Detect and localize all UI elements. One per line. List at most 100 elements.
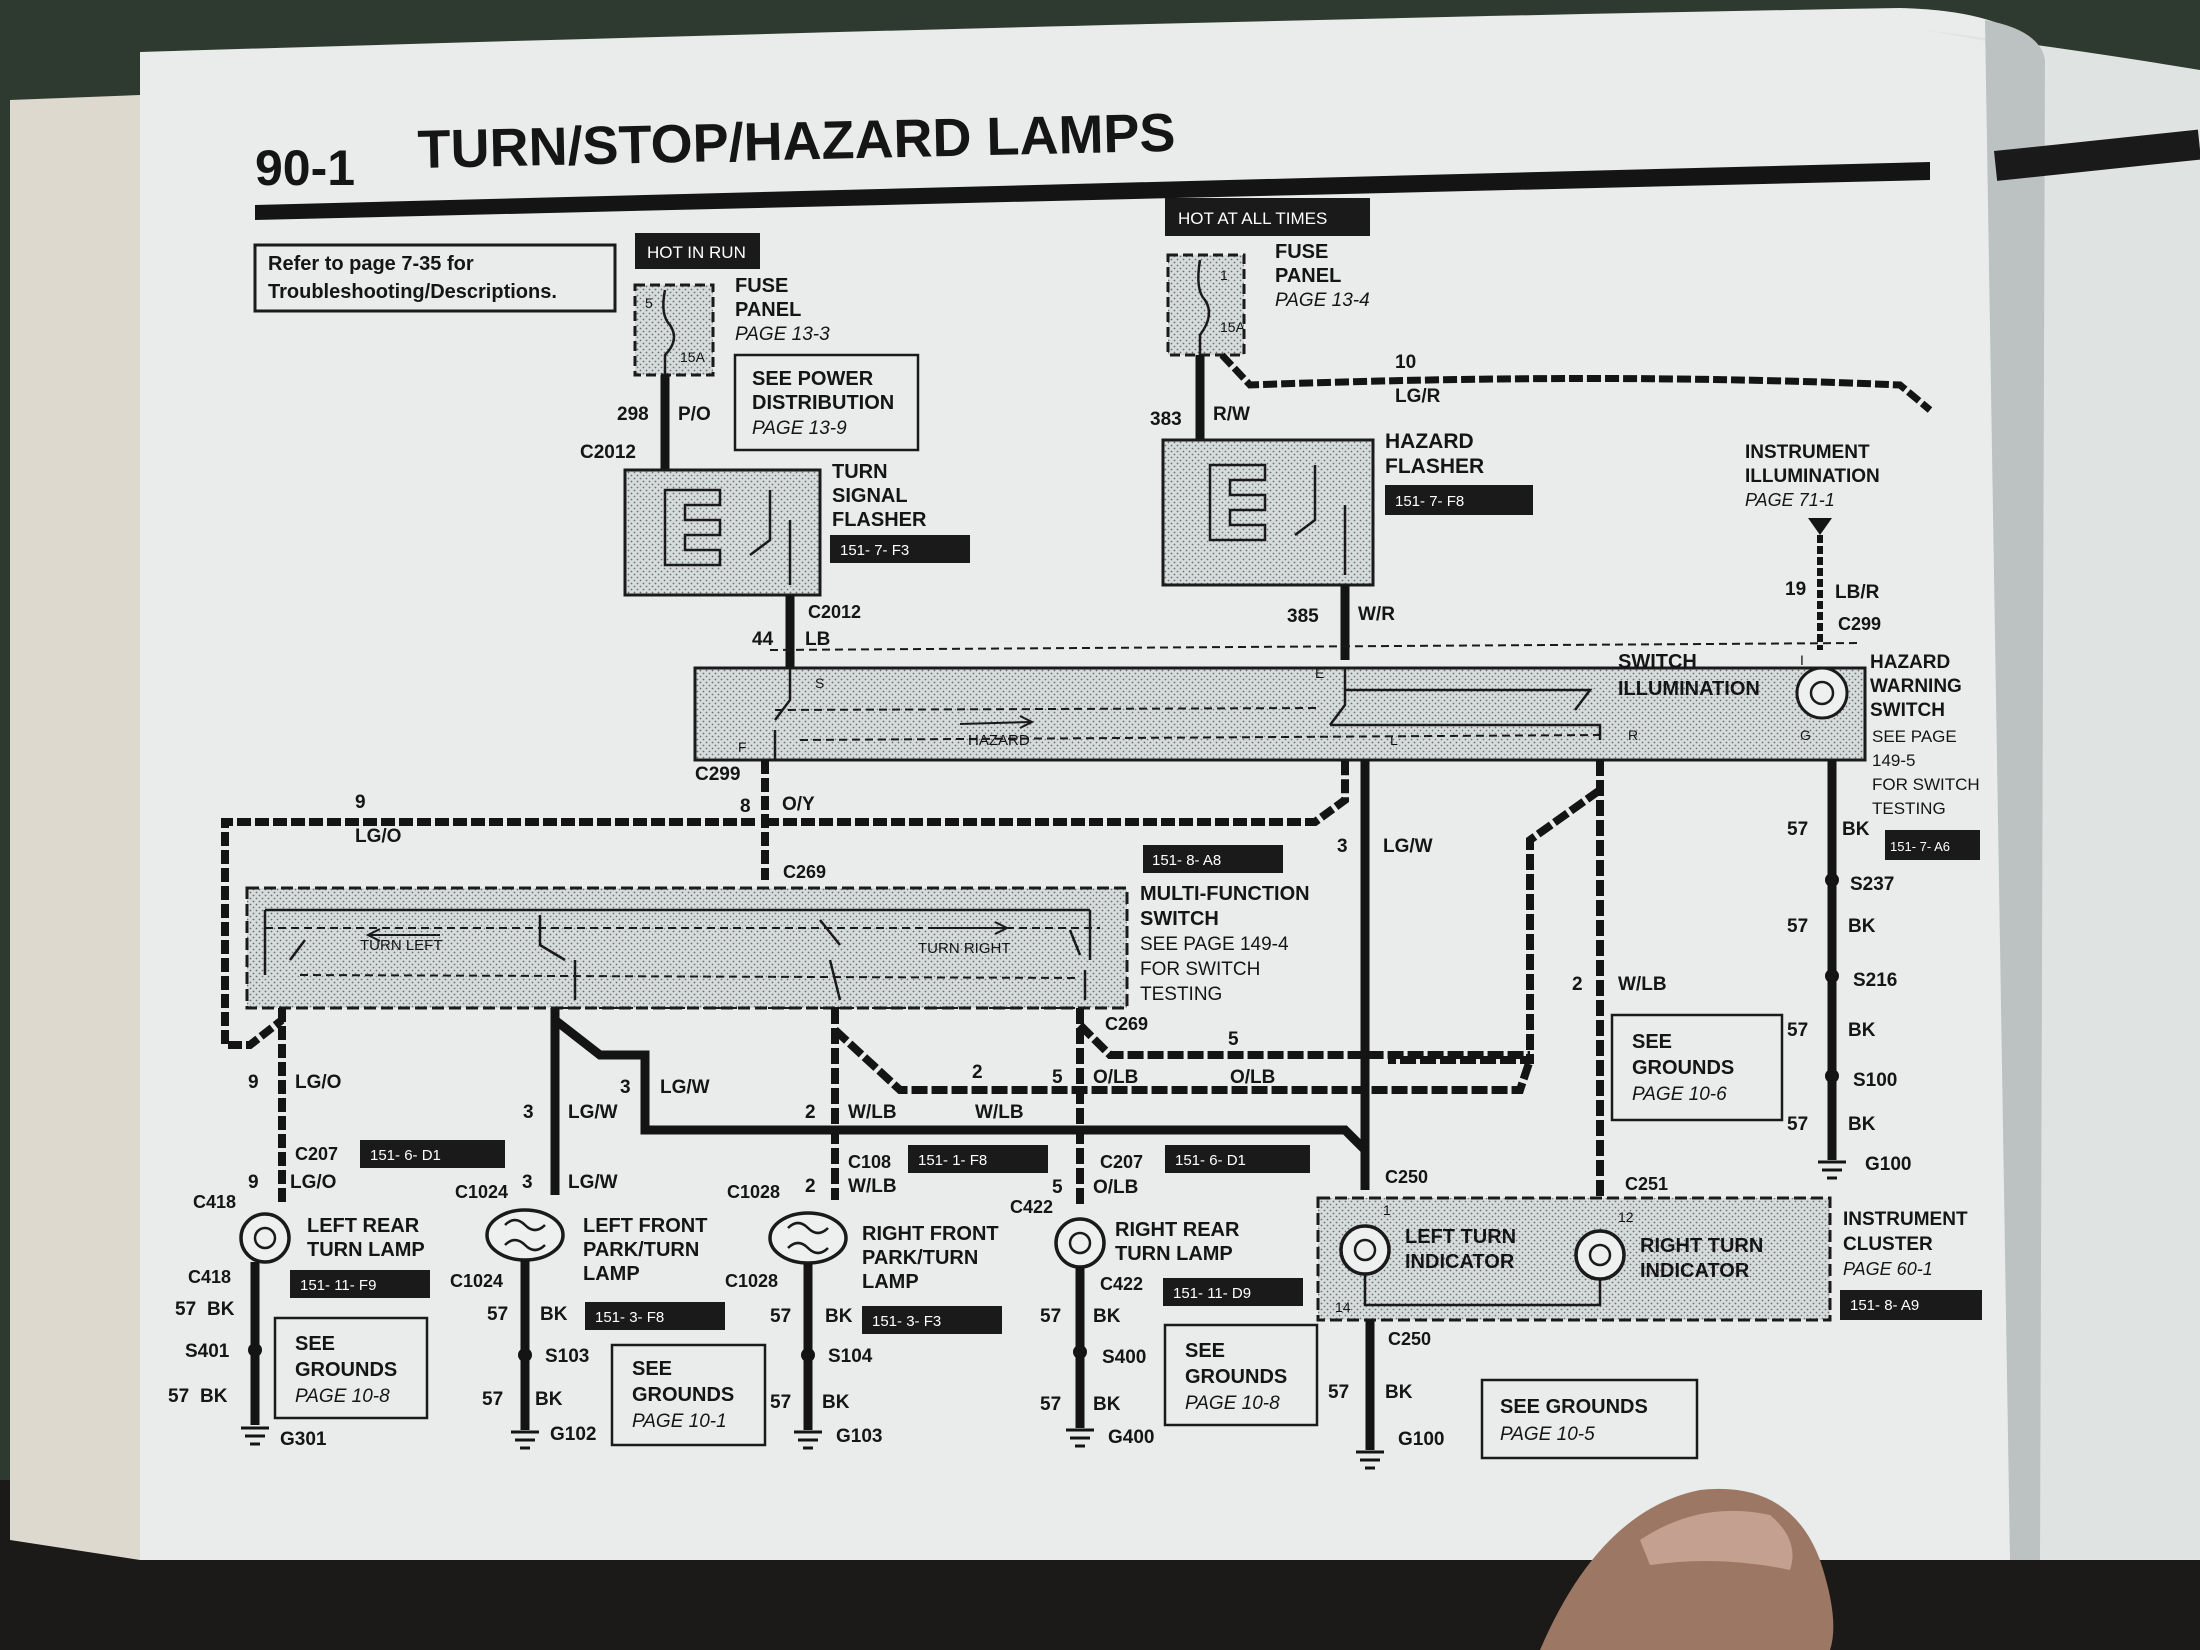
wire-2-number: 2: [1572, 974, 1583, 995]
wire-5-rr-color-lower: O/LB: [1093, 1177, 1138, 1198]
hazard-flasher-ref: 151- 7- F8: [1395, 493, 1464, 510]
lamp-rf-top-connector: C1028: [727, 1182, 780, 1202]
right-turn-indicator-filament-icon: [1588, 1243, 1612, 1267]
lamp-lr-wire-57-color: BK: [207, 1299, 235, 1320]
lamp-lf-bot-connector: C1024: [450, 1271, 503, 1291]
lamp-rf-l2: PARK/TURN: [862, 1247, 978, 1269]
wire-9-color: LG/O: [355, 826, 401, 847]
connector-c2012-top: C2012: [580, 442, 636, 463]
hazard-switch-term-l: L: [1390, 732, 1398, 748]
refer-note-box: [253, 243, 617, 313]
hazard-flasher-l2: FLASHER: [1385, 455, 1484, 478]
hot-all-times-label-bg: [1165, 198, 1370, 236]
wire-57-chain-color-2: BK: [1848, 916, 1876, 937]
wire-3-number: 3: [1337, 836, 1348, 857]
wire-9-lr-color: LG/O: [295, 1072, 341, 1093]
wire-3-color: LG/W: [1383, 836, 1433, 857]
lamp-grounds-note-2-box: [610, 1343, 767, 1447]
lamp-grounds-note-3-l1: SEE: [1185, 1340, 1225, 1362]
page-gutter-shadow: [1985, 20, 2045, 1560]
lamp-grounds-note-1-l1: SEE: [295, 1333, 335, 1355]
lamp-left-front: C1024 LEFT FRONT PARK/TURN LAMP C1024 15…: [450, 1182, 725, 1450]
connector-c299-top: C299: [1838, 614, 1881, 634]
wire-5-rr-color-a: O/LB: [1230, 1067, 1275, 1088]
wire-44-color: LB: [805, 629, 830, 650]
lamp-lr-bot-connector: C418: [188, 1267, 231, 1287]
wire-3-lf-number-b: 3: [523, 1102, 534, 1123]
hazard-switch-l3: SWITCH: [1870, 700, 1945, 721]
hazard-switch-internal-dashes: [774, 707, 1601, 741]
power-dist-box: [733, 353, 920, 452]
cluster-l1: INSTRUMENT: [1843, 1209, 1968, 1230]
cluster-c250-bottom: C250: [1388, 1329, 1431, 1349]
splice-s216: S216: [1853, 970, 1897, 991]
fuse-all-element-icon: [1197, 259, 1211, 355]
lamp-rr-ref-bg: [1163, 1278, 1303, 1306]
lamp-grounds-note-2-page: PAGE 10-1: [632, 1411, 727, 1432]
c207b-ref: 151- 6- D1: [1175, 1152, 1246, 1169]
left-turn-indicator-bulb-icon: [1339, 1224, 1391, 1276]
connector-c269-top: C269: [783, 862, 826, 882]
hazard-switch-l2: WARNING: [1870, 676, 1962, 697]
lamp-lf-splice-dot: [518, 1348, 532, 1362]
hazard-switch-note2: 149-5: [1872, 751, 1915, 770]
lamp-rf-l3: LAMP: [862, 1271, 919, 1293]
lamp-rr-bot-connector: C422: [1100, 1274, 1143, 1294]
instrument-cluster-box: [1316, 1196, 1832, 1322]
fuse-panel-run-l1: FUSE: [735, 275, 788, 297]
wire-9-lr-number: 9: [248, 1072, 259, 1093]
right-turn-indicator-l1: RIGHT TURN: [1640, 1235, 1763, 1257]
lamp-rr-filament-icon: [1068, 1231, 1092, 1255]
mfs-l2: SWITCH: [1140, 908, 1219, 930]
connector-c299-left: C299: [695, 764, 740, 785]
mfs-page: SEE PAGE 149-4: [1140, 934, 1289, 955]
lamp-lr-bulb-icon: [239, 1212, 291, 1264]
lamp-lf-ref: 151- 3- F8: [595, 1309, 664, 1326]
wire-19-number: 19: [1785, 579, 1806, 600]
lamp-lf-l3: LAMP: [583, 1263, 640, 1285]
lamp-rf-ground-icon: [794, 1430, 822, 1450]
ground-g100-right: G100: [1865, 1154, 1911, 1175]
cluster-l2: CLUSTER: [1843, 1234, 1933, 1255]
turn-left-arrow-icon: [365, 928, 440, 942]
cluster-pin-1: 1: [1383, 1202, 1391, 1218]
hazard-switch-ref-bg: [1885, 830, 1980, 860]
lamp-rr-wire-57-number-2: 57: [1040, 1394, 1061, 1415]
mfs-turn-left: TURN LEFT: [360, 937, 443, 954]
lamp-grounds-note-2-l1: SEE: [632, 1358, 672, 1380]
lamp-lr-wire-57-number: 57: [175, 1299, 196, 1320]
connector-c108-label: C108: [848, 1152, 891, 1172]
lamp-lf-l2: PARK/TURN: [583, 1239, 699, 1261]
left-turn-indicator-l1: LEFT TURN: [1405, 1226, 1516, 1248]
lamp-rr-bulb-icon: [1054, 1217, 1106, 1269]
lamp-rf-ref: 151- 3- F3: [872, 1313, 941, 1330]
cluster-page: PAGE 60-1: [1843, 1259, 1933, 1279]
lamp-rr-wire-57-color-2: BK: [1093, 1394, 1121, 1415]
power-dist-l1: SEE POWER: [752, 368, 874, 390]
cluster-ref: 151- 8- A9: [1850, 1297, 1919, 1314]
lamp-lr-ref: 151- 11- F9: [300, 1277, 376, 1294]
cluster-ground: G100: [1398, 1429, 1444, 1450]
fuse-run-number: 5: [645, 295, 653, 311]
hot-in-run-label: HOT IN RUN: [647, 243, 746, 262]
lamp-lf-wire-57-color-2: BK: [535, 1389, 563, 1410]
see-grounds-mid-box: [1610, 1013, 1784, 1122]
lamp-rf-wire-57-number: 57: [770, 1306, 791, 1327]
wire-2-rf-color-b: W/LB: [848, 1102, 897, 1123]
mfs-ref-bg: [1143, 845, 1283, 873]
wire-9-lr-color-lower: LG/O: [290, 1172, 336, 1193]
cluster-grounds-page: PAGE 10-5: [1500, 1424, 1595, 1445]
c207-ref-bg: [360, 1140, 505, 1168]
lamp-lf-ground-icon: [511, 1430, 539, 1450]
mfs-bus-line: [263, 908, 1092, 975]
mfs-contacts: [289, 915, 1087, 1001]
hot-all-times-label: HOT AT ALL TIMES: [1178, 209, 1327, 228]
wire-8-color: O/Y: [782, 794, 815, 815]
lamp-rf-ref-bg: [862, 1306, 1002, 1334]
wire-10-number: 10: [1395, 352, 1416, 373]
lamp-grounds-note-2-l2: GROUNDS: [632, 1384, 734, 1406]
switch-illumination-bulb-icon: [1795, 666, 1849, 720]
wire-5-rr-color-b: O/LB: [1093, 1067, 1138, 1088]
lamp-rf-dual-filament-icon: [787, 1221, 829, 1255]
lamp-lr-ref-bg: [290, 1270, 430, 1298]
